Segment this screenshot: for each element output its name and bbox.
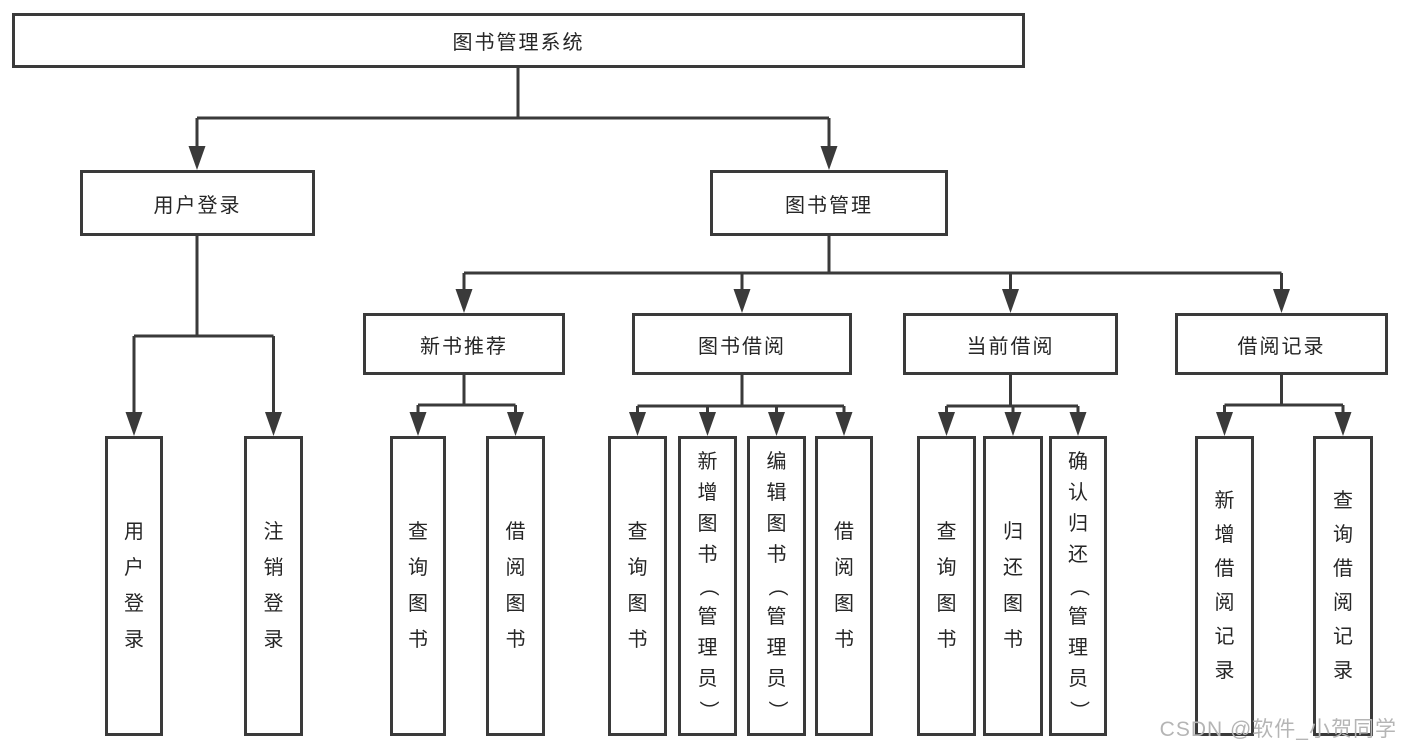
csdn-watermark: CSDN @软件_小贺同学 (1159, 718, 1397, 741)
leaf-query-books-borrowing: 查询图书 (608, 436, 667, 736)
leaf-query-books-borrowing-label: 查询图书 (627, 521, 648, 651)
leaf-add-borrow-record-label: 新增借阅记录 (1214, 490, 1235, 682)
leaf-borrow-books-borrowing-label: 借阅图书 (834, 521, 854, 651)
leaf-query-books-recommend-label: 查询图书 (408, 521, 428, 651)
leaf-confirm-return-admin-label: 确认归还（管理员） (1067, 450, 1090, 721)
leaf-borrow-books-recommend: 借阅图书 (486, 436, 545, 736)
leaf-return-books-label: 归还图书 (1003, 521, 1023, 651)
leaf-edit-book-admin: 编辑图书（管理员） (747, 436, 806, 736)
leaf-borrow-books-recommend-label: 借阅图书 (505, 521, 526, 651)
leaf-query-borrow-record-label: 查询借阅记录 (1333, 490, 1353, 682)
node-book-borrowing: 图书借阅 (632, 313, 852, 375)
node-user-login: 用户登录 (80, 170, 315, 236)
leaf-add-book-admin-label: 新增图书（管理员） (697, 450, 719, 721)
node-borrowing-records: 借阅记录 (1175, 313, 1388, 375)
leaf-return-books: 归还图书 (983, 436, 1043, 736)
leaf-borrow-books-borrowing: 借阅图书 (815, 436, 873, 736)
node-new-book-recommend: 新书推荐 (363, 313, 565, 375)
leaf-logout-login-label: 注销登录 (263, 521, 284, 651)
leaf-logout-login: 注销登录 (244, 436, 303, 736)
leaf-edit-book-admin-label: 编辑图书（管理员） (766, 450, 788, 721)
node-current-borrowing: 当前借阅 (903, 313, 1118, 375)
leaf-query-books-current-label: 查询图书 (936, 521, 957, 651)
leaf-user-login: 用户登录 (105, 436, 163, 736)
root-node-system: 图书管理系统 (12, 13, 1025, 68)
leaf-confirm-return-admin: 确认归还（管理员） (1049, 436, 1107, 736)
node-book-management: 图书管理 (710, 170, 948, 236)
leaf-query-books-recommend: 查询图书 (390, 436, 446, 736)
leaf-query-books-current: 查询图书 (917, 436, 976, 736)
leaf-query-borrow-record: 查询借阅记录 (1313, 436, 1373, 736)
leaf-add-book-admin: 新增图书（管理员） (678, 436, 737, 736)
leaf-add-borrow-record: 新增借阅记录 (1195, 436, 1254, 736)
leaf-user-login-label: 用户登录 (124, 521, 144, 651)
